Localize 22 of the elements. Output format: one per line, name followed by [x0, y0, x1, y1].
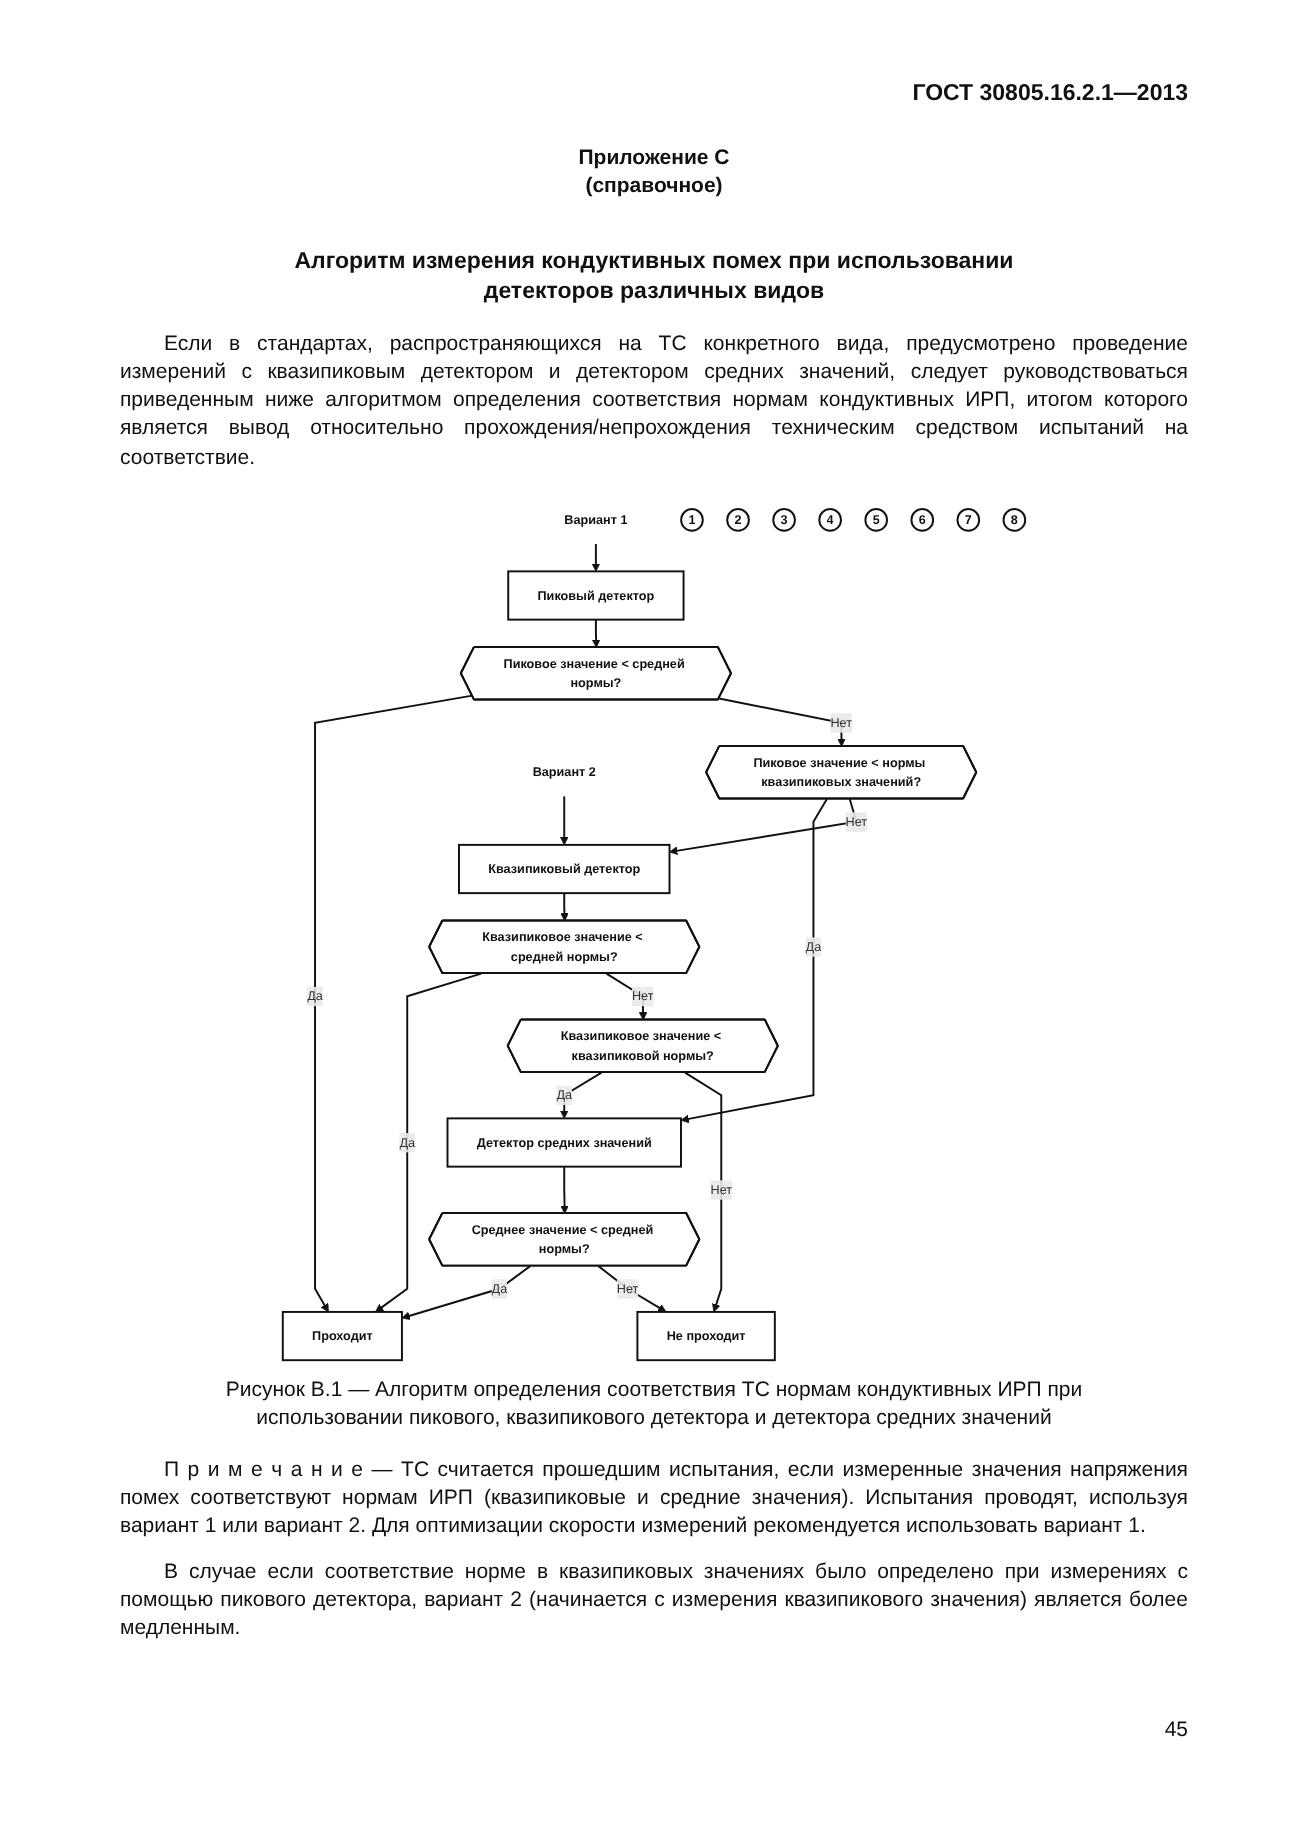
- arrow: [597, 1264, 667, 1312]
- arrow: [560, 891, 569, 921]
- caption: Рисунок В.1 — Алгоритм определения соответствия ТС нормам кондуктивных ИРП при использовании пикового, квазипикового детектора и детектора средних значений: [223, 1375, 1085, 1433]
- arrow: [375, 972, 483, 1312]
- arrow: [680, 797, 828, 1123]
- arrow: [669, 797, 858, 855]
- page-number: 45: [1164, 1716, 1188, 1745]
- arrow: [591, 618, 601, 648]
- arrow: [401, 1264, 532, 1320]
- paragraph: В случае если соответствие норме в квазипиковых значениях было определено при измерениях с помощью пикового детектора, вариант 2 (начинается с измерения квазипикового значения) является более медленным.: [120, 1557, 1188, 1643]
- arrow: [314, 694, 474, 1312]
- arrow: [684, 1071, 723, 1312]
- appendix-note: (справочное): [583, 171, 725, 200]
- arrow: [591, 542, 601, 572]
- arrow: [560, 1165, 569, 1214]
- arrow: [559, 794, 569, 845]
- standard-number: ГОСТ 30805.16.2.1—2013: [910, 80, 1188, 110]
- note-paragraph: П р и м е ч а н и е — ТС считается прошедшим испытания, если измеренные значения напряжения помех соответствуют нормам ИРП (квазипиковые и средние значения). Испытания проводят, используя вариант 1 или вариант 2. Для оптимизации скорости измерений рекомендуется использовать вариант 1.: [120, 1456, 1188, 1542]
- appendix-heading: Приложение С: [576, 143, 732, 172]
- arrow: [718, 697, 846, 747]
- paragraph: Если в стандартах, распространяющихся на ТС конкретного вида, предусмотрено проведение измерений с квазипиковым детектором и детектором средних значений, следует руководствоваться приведенным ниже алгоритмом определения соответствия нормам кондуктивных ИРП, итогом которого является вывод относительно прохождения/непрохождения техническим средством испытаний на соответствие.: [120, 329, 1188, 472]
- title: Алгоритм измерения кондуктивных помех при использовании детекторов различных видов: [292, 247, 1016, 309]
